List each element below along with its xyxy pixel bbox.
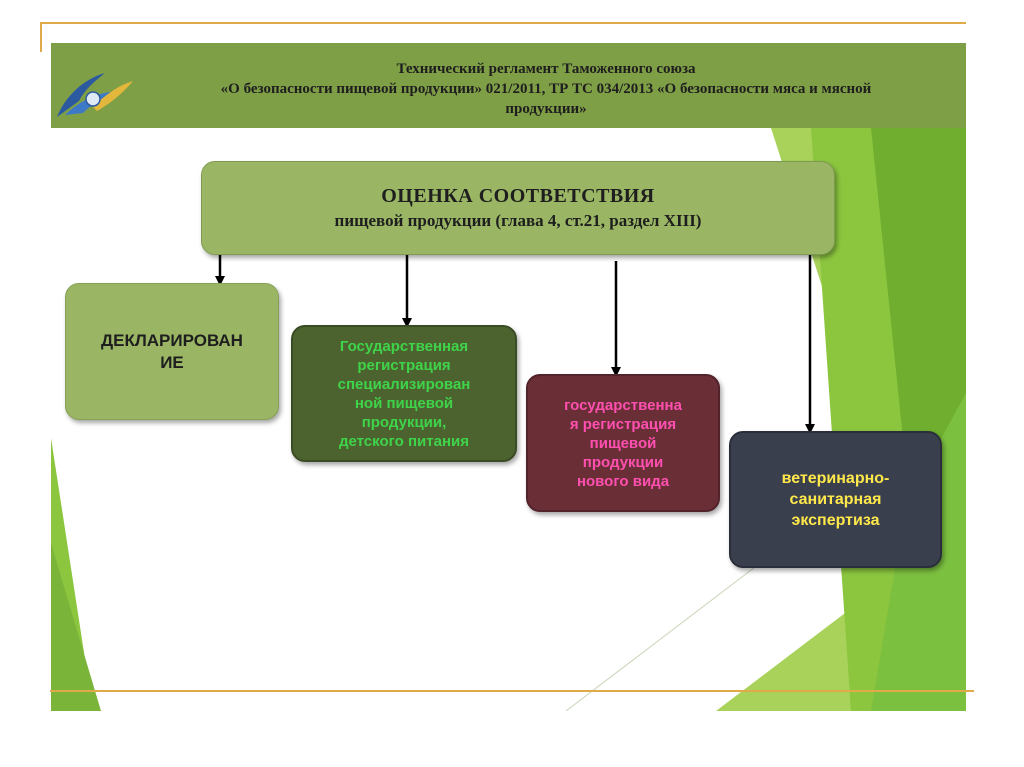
main-box-title: ОЦЕНКА СООТВЕТСТВИЯ (381, 185, 655, 207)
declaration-label: ДЕКЛАРИРОВАН ИЕ (101, 330, 243, 372)
frame-left-line (40, 22, 42, 52)
state-registration-label: Государственная регистрация специализиро… (337, 337, 471, 450)
new-product-registration-label: государственна я регистрация пищевой про… (564, 396, 682, 490)
veterinary-expertise-box: ветеринарно- санитарная экспертиза (729, 431, 942, 568)
connector-arrows (215, 255, 815, 434)
title-bar: Технический регламент Таможенного союза … (51, 43, 966, 128)
title-line-3: продукции» (505, 101, 587, 117)
title-line-1: Технический регламент Таможенного союза (396, 61, 696, 77)
title-line-2: «О безопасности пищевой продукции» 021/2… (220, 81, 872, 97)
new-product-registration-box: государственна я регистрация пищевой про… (526, 374, 720, 512)
declaration-box: ДЕКЛАРИРОВАН ИЕ (65, 283, 279, 420)
slide: Технический регламент Таможенного союза … (51, 43, 966, 711)
frame-top-line (40, 22, 966, 24)
state-registration-box: Государственная регистрация специализиро… (291, 325, 517, 462)
eaeu-emblem-icon (57, 73, 133, 117)
title: Технический регламент Таможенного союза … (201, 59, 891, 119)
conformity-assessment-box: ОЦЕНКА СООТВЕТСТВИЯ пищевой продукции (г… (201, 161, 835, 255)
veterinary-expertise-label: ветеринарно- санитарная экспертиза (781, 470, 890, 529)
frame-bottom-line (50, 690, 974, 692)
main-box-subtitle: пищевой продукции (глава 4, ст.21, разде… (334, 211, 702, 230)
